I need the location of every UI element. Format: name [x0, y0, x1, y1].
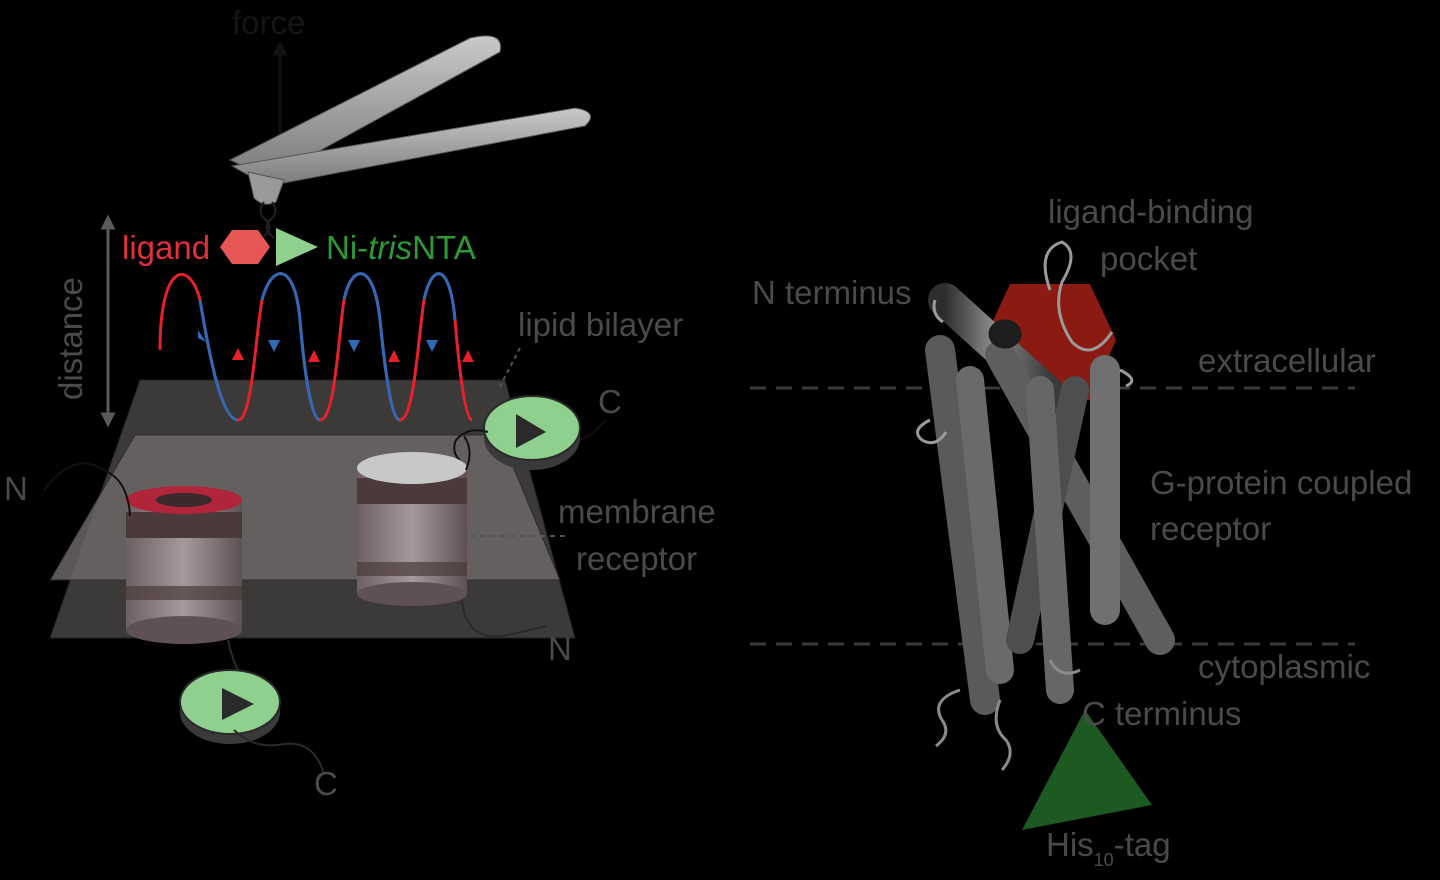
receptor-cylinder-left — [126, 486, 242, 644]
n-terminus-tail — [932, 299, 944, 324]
gpcr-loops-bottom — [935, 659, 1081, 771]
c-tether-top — [579, 419, 607, 441]
lipid-bilayer-label: lipid bilayer — [518, 306, 683, 343]
wave-arrow-up-3 — [388, 350, 400, 362]
n-label-right: N — [548, 630, 572, 667]
force-wave-blue — [198, 272, 457, 422]
wave-arrow-up-4 — [462, 350, 474, 362]
distance-label: distance — [52, 277, 89, 400]
nta-disk-top — [483, 395, 581, 470]
tip-tether — [259, 201, 277, 239]
gpcr-loops-top — [916, 240, 1134, 445]
c-label-top: C — [598, 383, 622, 420]
tether-bottom-disk — [227, 639, 241, 675]
ligand-pocket-label-2: pocket — [1100, 240, 1197, 277]
right-panel: ligand-binding pocket N terminus extrace… — [750, 193, 1412, 870]
n-label-left: N — [4, 470, 28, 507]
n-terminus-label: N terminus — [752, 274, 912, 311]
his-tag-triangle — [1022, 710, 1152, 830]
tether-top-disk — [453, 429, 489, 465]
extracellular-label: extracellular — [1198, 342, 1376, 379]
wave-arrow-up-2 — [308, 350, 320, 362]
lipid-bilayer-pointer — [497, 347, 521, 391]
nta-disk-bottom — [179, 669, 281, 744]
gpcr-label-2: receptor — [1150, 510, 1271, 547]
left-panel: force distance ligand Ni-trisNTA — [4, 4, 716, 802]
membrane-receptor-label-2: receptor — [576, 540, 697, 577]
ligand-label: ligand — [122, 229, 210, 266]
force-label: force — [232, 4, 305, 41]
ligand-pocket-label-1: ligand-binding — [1048, 193, 1254, 230]
c-label-bottom: C — [314, 765, 338, 802]
tether-right-cyl — [463, 435, 471, 471]
c-terminus-label: C terminus — [1082, 695, 1242, 732]
wave-arrow-down-2 — [268, 340, 280, 352]
afm-cantilever — [228, 35, 592, 205]
membrane-receptor-label-1: membrane — [558, 493, 716, 530]
cytoplasmic-label: cytoplasmic — [1198, 648, 1370, 685]
his-tag-label: His10-tag — [1046, 826, 1171, 870]
nta-triangle — [276, 228, 318, 266]
n-tether-left — [43, 462, 131, 517]
wave-arrow-down-3 — [348, 340, 360, 352]
ligand-hexagon — [220, 230, 270, 264]
n-tether-right — [461, 599, 547, 638]
wave-arrow-down-4 — [426, 340, 438, 352]
gpcr-label-1: G-protein coupled — [1150, 464, 1412, 501]
receptor-cylinder-right — [357, 452, 467, 606]
wave-arrow-up-1 — [232, 348, 244, 360]
c-tether-bottom — [233, 729, 325, 775]
nta-label: Ni-trisNTA — [326, 229, 476, 266]
gpcr-helices — [925, 283, 1175, 715]
wave-arrow-down-1 — [198, 330, 206, 342]
